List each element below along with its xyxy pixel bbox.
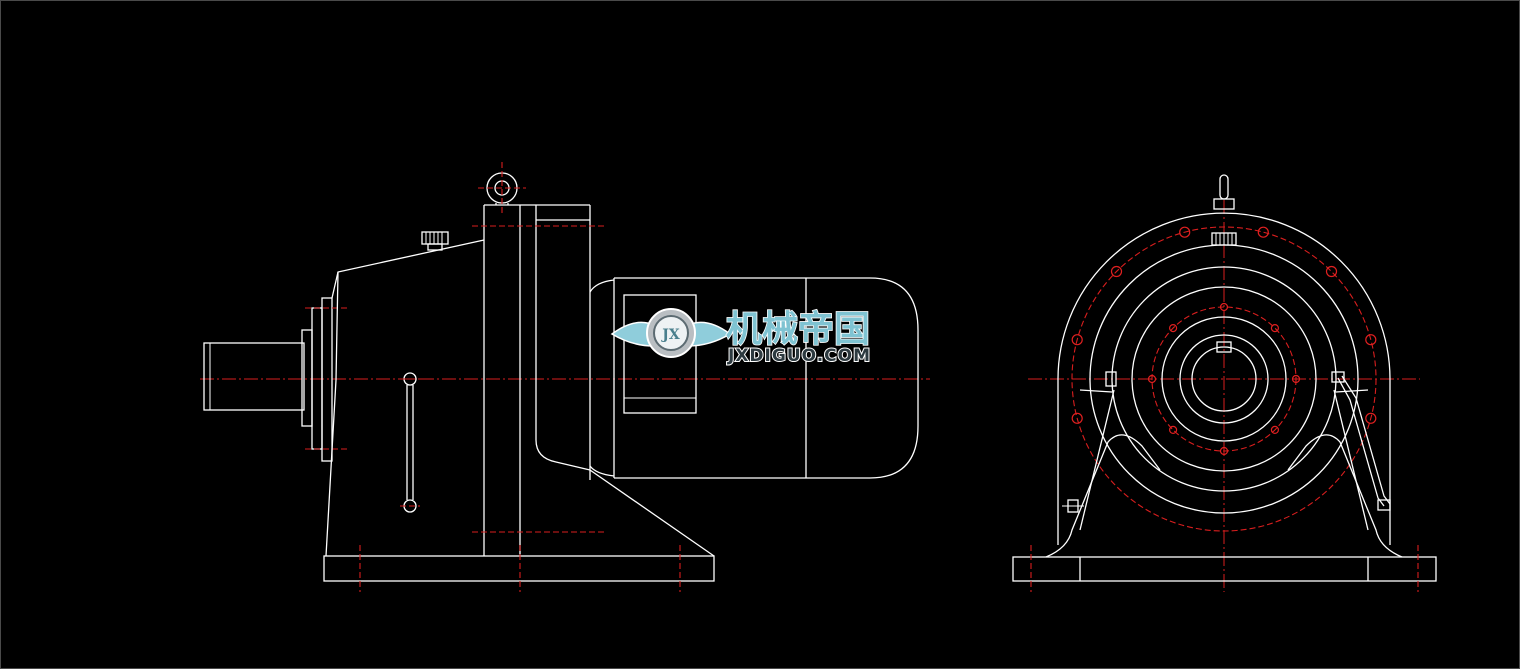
bolt-hole [1257, 226, 1269, 238]
oil-gauge [400, 372, 420, 513]
bolt-hole [1219, 446, 1229, 456]
end-housing-outline [1057, 212, 1391, 545]
bolt-hole [1219, 302, 1229, 312]
shaft-key [1216, 341, 1232, 353]
watermark-badge-text: JX [660, 327, 680, 343]
output-shaft [203, 342, 305, 411]
watermark-en-text: JXDIGUO.COM [727, 346, 871, 366]
side-base-foot [323, 545, 715, 592]
bolt-hole [1168, 324, 1178, 333]
output-flange [301, 297, 350, 462]
end-side-bolts [1062, 371, 1117, 513]
flange-bolt-circle [1071, 226, 1377, 532]
bolt-hole [1179, 226, 1191, 238]
bolt-hole [1291, 374, 1301, 384]
bolt-hole [1168, 425, 1178, 434]
end-lifting-lug [1211, 174, 1237, 246]
bolt-hole [1110, 265, 1123, 278]
inner-bolt-circle [1151, 306, 1297, 452]
breather-plug [421, 231, 449, 251]
bolt-hole [1270, 324, 1280, 333]
motor [589, 277, 919, 479]
inner-bolts [1147, 302, 1301, 456]
bolt-hole [1071, 334, 1083, 346]
end-base-foot [1012, 545, 1437, 592]
end-view [1012, 174, 1437, 592]
bolt-hole [1147, 374, 1157, 384]
end-support-legs [1045, 389, 1403, 558]
lifting-eye [478, 162, 526, 215]
bolt-hole [1365, 334, 1377, 346]
side-view [200, 162, 930, 592]
watermark-cn-text: 机械帝国 [726, 309, 870, 350]
bolt-hole [1365, 412, 1377, 424]
flange-bolts [1071, 226, 1377, 424]
bolt-hole [1071, 412, 1083, 424]
gear-housing [325, 204, 715, 557]
end-oil-gauge [1331, 371, 1391, 511]
watermark: JX 机械帝国 JXDIGUO.COM [610, 308, 871, 367]
bolt-hole [1270, 425, 1280, 434]
bolt-hole [1325, 265, 1338, 278]
